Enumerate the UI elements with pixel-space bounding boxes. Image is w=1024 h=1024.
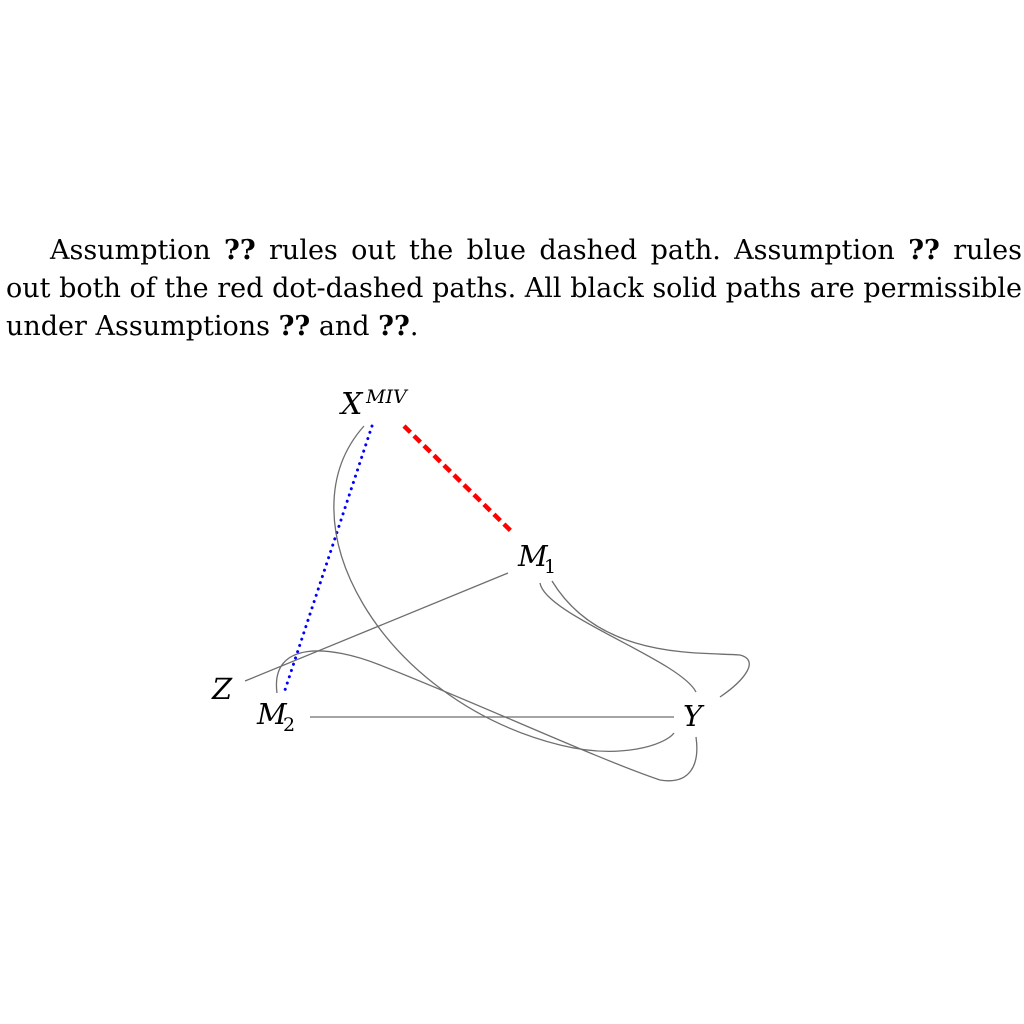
- node-x-miv[interactable]: X MIV: [339, 386, 409, 422]
- caption-text-2: rules out the blue dashed path. Assumpti…: [255, 235, 909, 266]
- node-m1-subscript: 1: [544, 556, 556, 578]
- path-x-y-curve: [333, 425, 675, 752]
- path-m1-y-curve: [539, 582, 697, 693]
- path-z-m1: [244, 572, 509, 682]
- node-m2-subscript: 2: [283, 714, 295, 736]
- node-z[interactable]: Z: [211, 672, 233, 706]
- caption-text-5: .: [409, 311, 419, 342]
- path-m1-y-outer-curve: [551, 580, 750, 698]
- caption-text-3: rules out both of the red dot-dashed pat…: [6, 235, 1022, 342]
- node-m1-base: M: [517, 539, 549, 573]
- node-m2-base: M: [256, 697, 288, 731]
- assumption-ref-2[interactable]: ??: [908, 235, 940, 266]
- node-x-base: X: [339, 387, 364, 422]
- blue-dashed-path: [282, 424, 374, 695]
- node-x-superscript: MIV: [365, 386, 409, 408]
- red-dashed-path: [402, 424, 513, 533]
- node-z-base: Z: [211, 672, 233, 706]
- caption-paragraph: Assumption ?? rules out the blue dashed …: [6, 232, 1022, 346]
- assumption-ref-1[interactable]: ??: [224, 235, 256, 266]
- node-y-base: Y: [683, 699, 705, 733]
- node-y[interactable]: Y: [683, 699, 705, 733]
- assumption-ref-4[interactable]: ??: [378, 311, 410, 342]
- caption-text-4: and: [310, 311, 379, 342]
- node-m1[interactable]: M 1: [517, 539, 556, 578]
- assumption-ref-3[interactable]: ??: [278, 311, 311, 342]
- caption-text-1: Assumption: [50, 235, 224, 266]
- node-m2[interactable]: M 2: [256, 697, 295, 736]
- path-m2-y-lower-curve: [275, 650, 698, 782]
